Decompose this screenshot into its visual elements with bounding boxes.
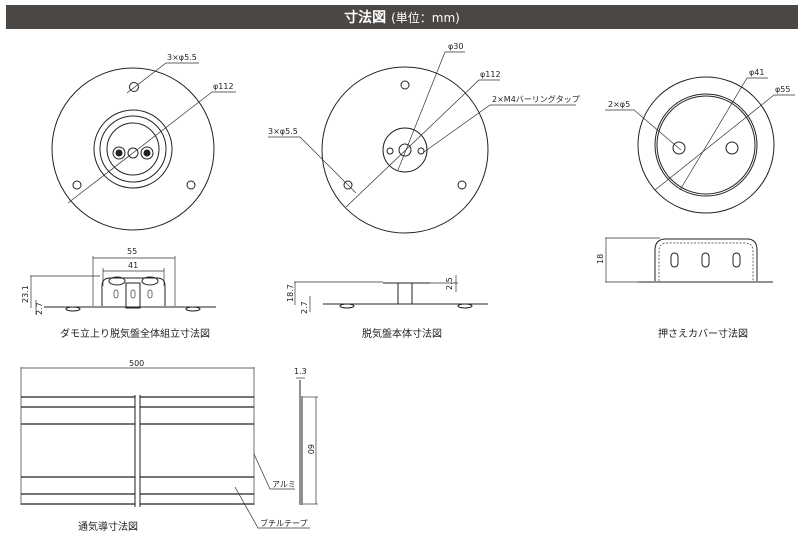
tap-left <box>386 147 394 155</box>
slot-3 <box>732 252 741 268</box>
leader-butyl <box>234 486 310 529</box>
header-title: 寸法図 <box>344 10 387 26</box>
outer-plate-circle <box>51 67 215 231</box>
assembly-side-view: 55 41 23.1 2.7 ダモ立上り脱気盤全体組立寸法図 <box>21 247 216 340</box>
leader-diameter <box>345 79 500 208</box>
label-inner: φ30 <box>448 42 463 51</box>
leader-tap <box>423 104 576 153</box>
label-flange: 2.5 <box>445 277 454 290</box>
body-top-view: 3×φ5.5 φ30 φ112 2×M4バーリングタップ <box>268 42 580 234</box>
body-side-view: 18.7 2.7 2.5 脱気盤本体寸法図 <box>286 275 488 340</box>
label-length: 500 <box>129 359 144 368</box>
slot-2 <box>701 252 710 268</box>
mount-hole-right <box>186 180 196 190</box>
cover-outer-circle <box>637 76 775 214</box>
screw-left <box>112 146 126 160</box>
screw-right <box>141 276 159 286</box>
header-unit: (単位：mm) <box>391 10 460 25</box>
duct-view: 500 1.3 60 アルミ ブチルテープ 通気導寸法図 <box>20 359 318 533</box>
screw-left <box>108 276 126 286</box>
label-height: 18 <box>596 254 605 264</box>
mount-hole-left <box>343 180 353 190</box>
label-thickness: 1.3 <box>294 367 307 376</box>
leader-aluminum <box>253 453 295 490</box>
mount-hole-top <box>400 80 410 90</box>
label-hole: 3×φ5.5 <box>268 127 298 136</box>
screw-right-head <box>143 149 151 157</box>
caption-cover: 押さえカバー寸法図 <box>658 327 748 340</box>
leader-hole <box>268 136 357 194</box>
hole-left <box>672 141 686 155</box>
label-height: 23.1 <box>21 285 30 303</box>
cover-profile <box>101 277 166 306</box>
hole-right <box>725 141 739 155</box>
label-width-outer: 55 <box>127 247 137 256</box>
slot-1 <box>670 252 679 268</box>
leader-inner <box>397 51 465 171</box>
label-height: 60 <box>306 444 315 454</box>
label-width-inner: 41 <box>128 261 138 270</box>
label-thickness: 2.7 <box>300 301 309 314</box>
mount-hole-right <box>457 180 467 190</box>
caption-duct: 通気導寸法図 <box>78 520 138 533</box>
outer-plate-circle <box>321 66 489 234</box>
label-hole: 2×φ5 <box>608 100 630 109</box>
cover-top-view: 2×φ5 φ41 φ55 <box>605 68 795 214</box>
leader-outer <box>654 94 795 191</box>
leader-inner <box>679 77 768 191</box>
mount-hole-top <box>129 82 139 92</box>
cover-inner-circle <box>99 115 167 183</box>
caption-body: 脱気盤本体寸法図 <box>362 327 442 340</box>
label-butyl: ブチルテープ <box>260 518 308 528</box>
label-aluminum: アルミ <box>272 480 296 489</box>
cover-profile <box>654 238 758 281</box>
page-header: 寸法図 (単位：mm) <box>6 5 798 29</box>
cover-inner-circle <box>654 93 758 197</box>
label-height: 18.7 <box>286 284 295 302</box>
label-thickness: 2.7 <box>35 302 44 315</box>
label-inner: φ41 <box>749 68 764 77</box>
mount-hole-left <box>72 180 82 190</box>
vent-pipe <box>397 282 413 305</box>
screw-right <box>140 146 154 160</box>
leader-hole <box>605 109 682 151</box>
screw-left-head <box>115 149 123 157</box>
cover-side-view: 18 押さえカバー寸法図 <box>596 237 773 340</box>
label-diameter: φ112 <box>213 82 234 91</box>
caption-assembly: ダモ立上り脱気盤全体組立寸法図 <box>60 327 210 340</box>
label-diameter: φ112 <box>480 70 501 79</box>
cover-inner-circle-2 <box>656 95 756 195</box>
vent-pipe <box>125 282 141 309</box>
label-hole: 3×φ5.5 <box>167 53 197 62</box>
tap-right <box>417 147 425 155</box>
center-hole <box>398 143 412 157</box>
body-boss-circle <box>106 122 160 176</box>
vent-hole <box>127 147 139 159</box>
cover-outer-circle <box>93 109 173 189</box>
label-outer: φ55 <box>775 85 790 94</box>
leader-hole <box>126 62 199 94</box>
assembly-top-view: 3×φ5.5 φ112 <box>51 53 236 231</box>
leader-diameter <box>67 91 213 204</box>
label-tap: 2×M4バーリングタップ <box>492 94 580 104</box>
